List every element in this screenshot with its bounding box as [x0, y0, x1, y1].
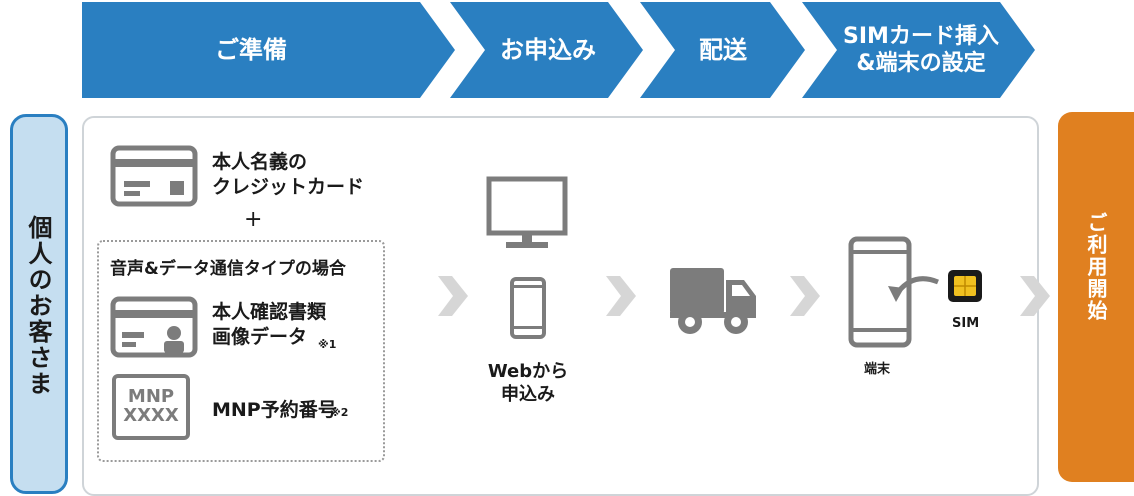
customer-type-box: 個人のお客さま [10, 114, 68, 494]
mnp-label: MNP予約番号 [212, 399, 337, 421]
step-4-label: SIMカード挿入 &端末の設定 [843, 23, 999, 77]
sim-label: SIM [952, 316, 980, 331]
monitor-icon [486, 176, 568, 248]
device-phone-icon [848, 236, 912, 348]
step-3-label: 配送 [699, 36, 747, 64]
id-docs-label-wrap: 本人確認書類 画像データ [212, 300, 326, 349]
step-3-chevron [640, 2, 805, 98]
service-start-box: ご利用開始 [1058, 112, 1134, 482]
mnp-note: ※2 [330, 406, 349, 419]
credit-card-icon [110, 145, 198, 207]
customer-type-label: 個人のお客さま [24, 215, 52, 397]
id-card-icon [110, 296, 198, 358]
step-1-chevron [82, 2, 455, 98]
truck-icon [670, 268, 756, 334]
smartphone-icon [510, 277, 546, 339]
flow-arrow-1 [438, 276, 468, 316]
mnp-badge-top: MNP [127, 386, 175, 408]
step-2-label: お申込み [500, 36, 596, 64]
plus-sign: + [244, 207, 263, 232]
flow-arrow-3 [790, 276, 820, 316]
flow-arrow-2 [606, 276, 636, 316]
mnp-badge-icon: MNP XXXX [112, 374, 190, 440]
curved-arrow-icon [888, 276, 939, 302]
flow-arrows [438, 276, 1050, 316]
id-docs-note: ※1 [318, 338, 337, 351]
step-2-chevron [450, 2, 643, 98]
step-flow [82, 2, 1035, 98]
step-1-label: ご準備 [215, 36, 287, 64]
credit-card-label: 本人名義の クレジットカード [212, 151, 365, 198]
service-start-label: ご利用開始 [1084, 212, 1108, 322]
mnp-badge-bottom: XXXX [123, 405, 179, 426]
step-4-chevron [802, 2, 1035, 98]
sim-card-icon [948, 270, 982, 302]
voice-data-heading: 音声&データ通信タイプの場合 [110, 259, 346, 279]
device-label: 端末 [864, 362, 891, 377]
id-docs-label: 本人確認書類 画像データ [212, 301, 327, 348]
web-apply-label: Webから 申込み [487, 361, 569, 406]
flow-arrow-4 [1020, 276, 1050, 316]
voice-data-requirements-box [97, 240, 385, 462]
